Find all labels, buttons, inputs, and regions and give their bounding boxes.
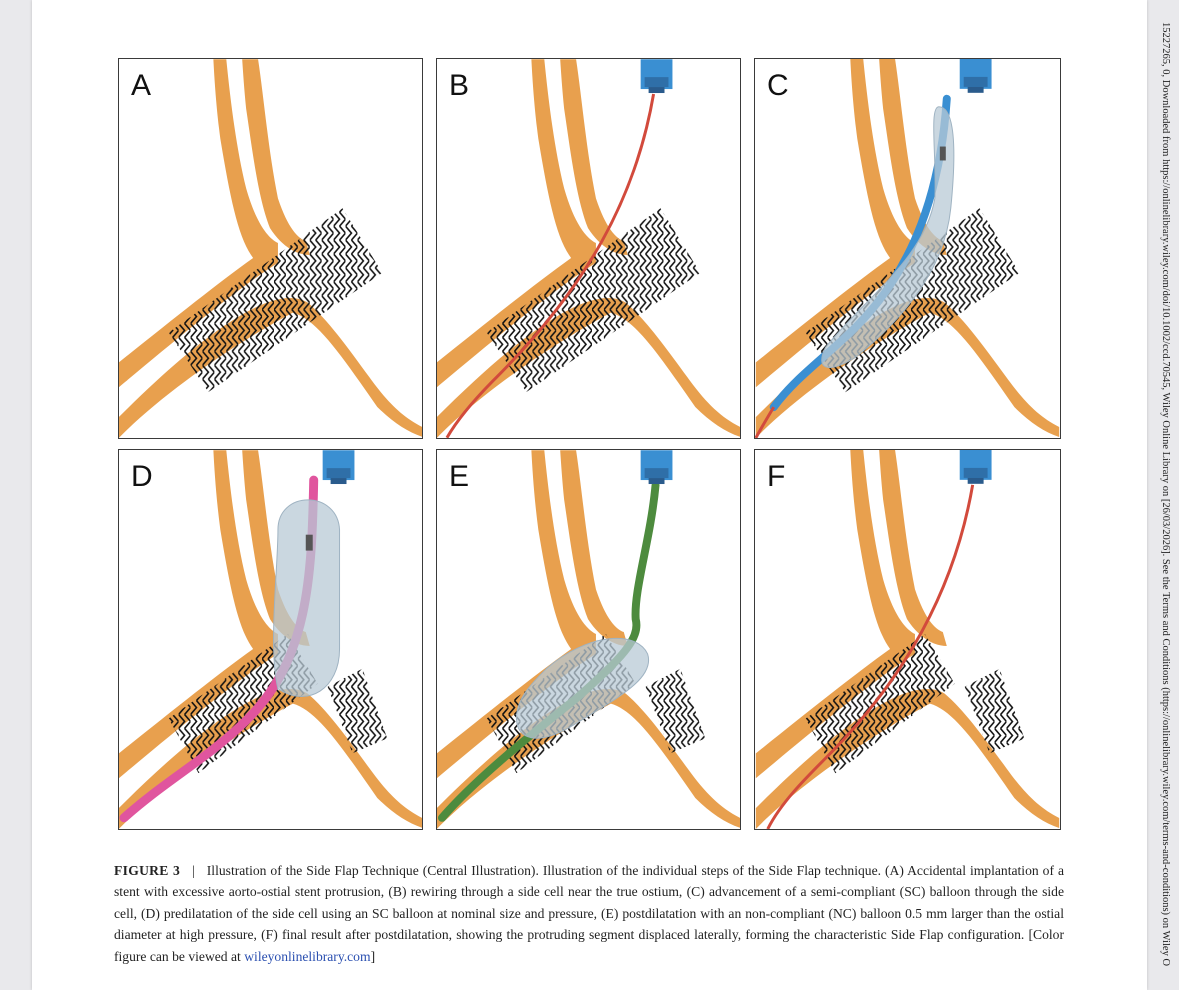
caption-separator: | — [192, 862, 195, 878]
guidewire — [766, 484, 975, 829]
caption-text: Illustration of the Side Flap Technique … — [114, 862, 1064, 964]
panel-label-f: F — [767, 460, 786, 493]
nc-balloon — [515, 637, 650, 739]
figure-panel-b: B — [436, 58, 741, 439]
panel-label-a: A — [131, 69, 152, 102]
panel-d-illustration — [119, 450, 422, 829]
caption-closing: ] — [370, 948, 376, 964]
panel-c-illustration — [755, 59, 1060, 438]
panel-label-d: D — [131, 460, 153, 493]
panel-a-illustration — [119, 59, 422, 438]
caption-figure-label: FIGURE 3 — [114, 862, 181, 878]
panel-label-b: B — [449, 69, 470, 102]
panel-f-illustration — [755, 450, 1060, 829]
figure-panel-d: D — [118, 449, 423, 830]
panel-label-e: E — [449, 460, 470, 493]
document-page: A B C — [32, 0, 1147, 990]
deflated-balloon — [821, 106, 955, 368]
figure-panel-f: F — [754, 449, 1061, 830]
download-side-note: 15227265, 0, Downloaded from https://onl… — [1160, 22, 1171, 967]
guidewire — [445, 93, 656, 438]
panel-label-c: C — [767, 69, 789, 102]
figure-panel-e: E — [436, 449, 741, 830]
panel-e-illustration — [437, 450, 740, 829]
caption-link[interactable]: wileyonlinelibrary.com — [244, 948, 371, 964]
inflated-balloon — [273, 499, 341, 697]
figure-caption: FIGURE 3 |Illustration of the Side Flap T… — [114, 860, 1064, 968]
figure-panel-c: C — [754, 58, 1061, 439]
panel-b-illustration — [437, 59, 740, 438]
figure-panel-a: A — [118, 58, 423, 439]
